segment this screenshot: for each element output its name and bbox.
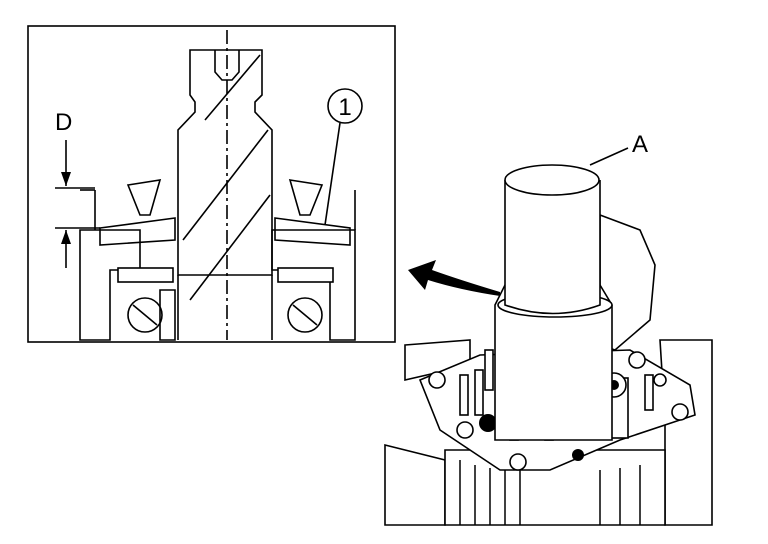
callout-1: 1 bbox=[324, 88, 363, 226]
left-housing bbox=[79, 179, 176, 341]
special-tool-a: A bbox=[494, 131, 656, 441]
dimension-d: D bbox=[55, 109, 100, 268]
tool-label-a: A bbox=[632, 131, 648, 158]
shaft bbox=[177, 30, 273, 340]
rotation-arrow-icon bbox=[408, 260, 500, 296]
transmission-housing bbox=[384, 339, 713, 526]
right-housing bbox=[271, 179, 356, 341]
dimension-label: D bbox=[55, 109, 72, 136]
detail-inset: D 1 bbox=[27, 25, 396, 343]
callout-number: 1 bbox=[338, 94, 351, 121]
